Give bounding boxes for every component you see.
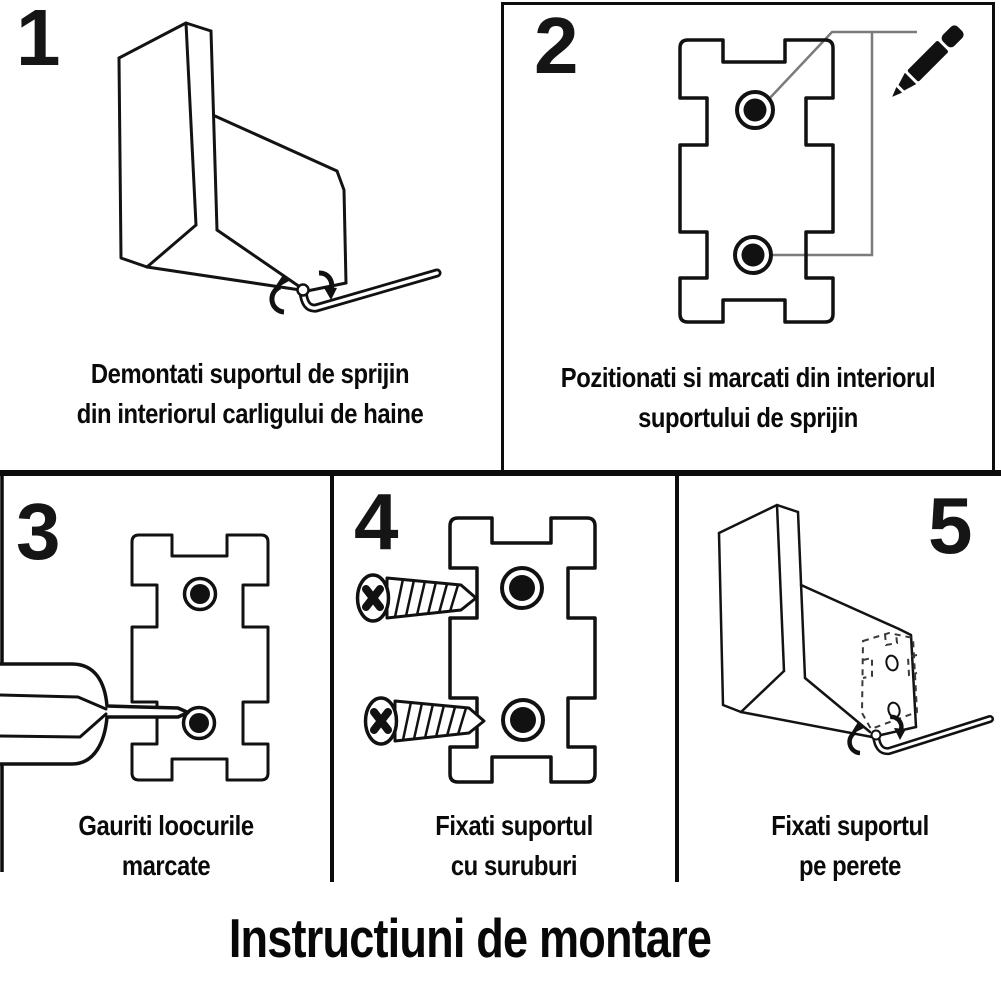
step2-caption: Pozitionati si marcati din interiorul su… (560, 358, 936, 438)
step-number-4: 4 (354, 477, 399, 566)
step2-illustration (678, 25, 964, 324)
step3-illustration (0, 533, 270, 782)
caption-line: marcate (121, 850, 211, 881)
caption-line: cu suruburi (450, 850, 578, 881)
page-title: Instructiuni de montare (228, 907, 712, 969)
mounting-plate-outline (130, 533, 270, 782)
screw-icon-lower (366, 698, 485, 744)
caption-line: din interiorul carligului de haine (76, 398, 424, 429)
rotation-arrows (847, 714, 906, 756)
step1-caption: Demontati suportul de sprijin din interi… (77, 354, 424, 434)
drill-icon (0, 662, 190, 766)
allen-key-icon (872, 715, 994, 756)
step1-illustration (117, 21, 442, 315)
mounting-plate-outline (678, 38, 835, 324)
screw-holes (500, 566, 545, 742)
step-number-5: 5 (928, 481, 973, 570)
step5-illustration (717, 503, 994, 756)
step-number-2: 2 (534, 1, 579, 90)
pencil-icon (892, 25, 964, 97)
allen-key-icon (298, 268, 442, 313)
coat-hook-3d (117, 21, 348, 293)
panel2-border (501, 2, 995, 471)
caption-line: Demontati suportul de sprijin (90, 358, 410, 389)
caption-line: Fixati suportul (435, 810, 593, 841)
caption-line: pe perete (799, 850, 901, 881)
caption-line: suportului de sprijin (638, 402, 858, 433)
step-number-1: 1 (16, 0, 61, 82)
wall-plate-dashed (860, 631, 919, 731)
rotation-arrows (269, 270, 337, 315)
screw-holes (733, 90, 775, 275)
coat-hook-3d (717, 503, 918, 739)
step5-caption: Fixati suportul pe perete (771, 806, 929, 886)
step4-caption: Fixati suportul cu suruburi (435, 806, 593, 886)
screw-holes (181, 576, 218, 741)
caption-line: Gauriti loocurile (78, 810, 254, 841)
grub-screw-hole (870, 729, 882, 741)
step3-caption: Gauriti loocurile marcate (78, 806, 254, 886)
caption-line: Pozitionati si marcati din interiorul (560, 362, 936, 393)
caption-line: Fixati suportul (771, 810, 929, 841)
grub-screw-hole (296, 283, 310, 297)
step4-illustration (358, 516, 597, 784)
wall-plate-holes (885, 654, 901, 719)
step-number-3: 3 (16, 487, 61, 576)
mounting-plate-outline (448, 516, 597, 784)
screw-icon-upper (358, 575, 477, 621)
